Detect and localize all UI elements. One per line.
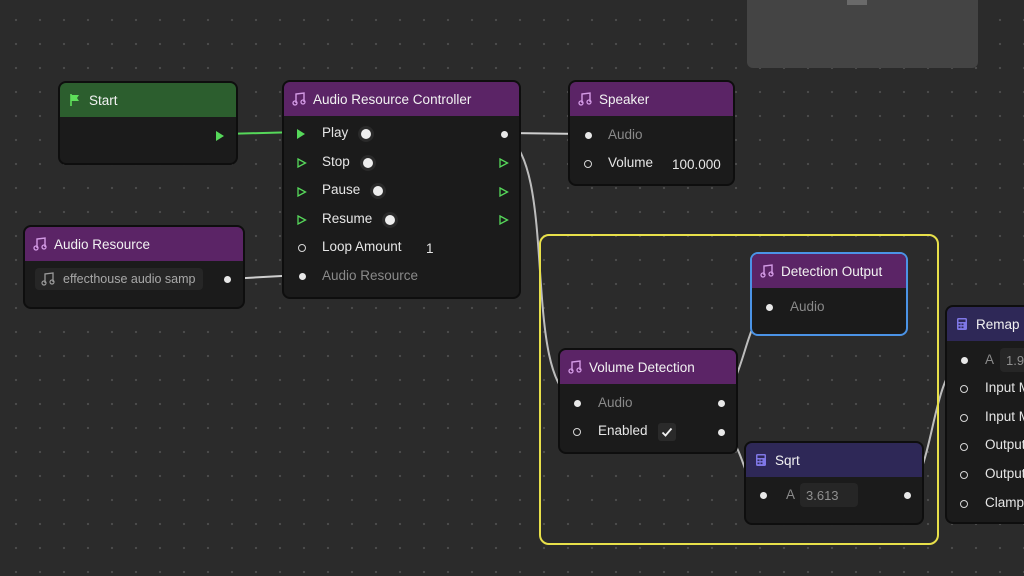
detection-output-node-title: Detection Output — [781, 263, 883, 279]
remap-node[interactable]: Remap A 1.9 Input M Input M Output Outpu… — [945, 305, 1024, 524]
audio-resource-controller-title: Audio Resource Controller — [313, 91, 472, 107]
remap-a-label: A — [985, 352, 995, 367]
volume-detection-audio-output-port[interactable] — [718, 400, 725, 407]
speaker-node[interactable]: Speaker Audio Volume 100.000 — [568, 80, 735, 186]
audio-resource-file-name: effecthouse audio samp — [63, 272, 196, 286]
volume-detection-node[interactable]: Volume Detection Audio Enabled — [558, 348, 738, 454]
stop-exec-input-port[interactable] — [297, 158, 307, 168]
remap-node-title: Remap — [976, 316, 1020, 332]
calculator-icon — [957, 318, 967, 330]
sqrt-input-port[interactable] — [760, 492, 767, 499]
enabled-checkbox[interactable] — [658, 423, 676, 441]
music-note-icon — [292, 92, 306, 106]
remap-output-max-label: Output — [985, 466, 1024, 481]
remap-clamp-label: Clamp — [985, 495, 1024, 510]
node-group-frame[interactable] — [539, 234, 939, 545]
detection-output-node-header[interactable]: Detection Output — [752, 254, 906, 288]
sqrt-input-value: 3.613 — [806, 487, 839, 503]
stop-label: Stop — [322, 154, 350, 169]
detection-output-audio-input-port[interactable] — [766, 304, 773, 311]
remap-output-min-label: Output — [985, 437, 1024, 452]
audio-resource-label: Audio Resource — [322, 268, 419, 283]
audio-resource-controller-header[interactable]: Audio Resource Controller — [284, 82, 519, 116]
sqrt-input-field[interactable]: 3.613 — [800, 483, 858, 507]
resume-toggle[interactable] — [382, 212, 398, 228]
minimap[interactable] — [747, 0, 978, 68]
remap-input-max-label: Input M — [985, 409, 1024, 424]
volume-detection-audio-input-port[interactable] — [574, 400, 581, 407]
pause-toggle[interactable] — [370, 183, 386, 199]
stop-toggle[interactable] — [360, 155, 376, 171]
play-exec-input-port[interactable] — [297, 129, 305, 139]
sqrt-output-port[interactable] — [904, 492, 911, 499]
volume-detection-volume-output-port[interactable] — [718, 429, 725, 436]
remap-input-max-port[interactable] — [960, 414, 968, 422]
sqrt-node-header[interactable]: Sqrt — [746, 443, 922, 477]
speaker-node-header[interactable]: Speaker — [570, 82, 733, 116]
resume-exec-input-port[interactable] — [297, 215, 307, 225]
detection-output-audio-label: Audio — [790, 299, 825, 314]
resume-exec-output-port[interactable] — [499, 215, 509, 225]
audio-output-port[interactable] — [501, 131, 508, 138]
sqrt-input-label: A — [786, 487, 796, 502]
sqrt-node[interactable]: Sqrt A 3.613 — [744, 441, 924, 525]
music-note-icon — [578, 92, 592, 106]
audio-resource-controller-node[interactable]: Audio Resource Controller Play Stop Paus… — [282, 80, 521, 299]
audio-resource-node-header[interactable]: Audio Resource — [25, 227, 243, 261]
start-node[interactable]: Start — [58, 81, 238, 165]
volume-detection-enabled-label: Enabled — [598, 423, 648, 438]
speaker-volume-value[interactable]: 100.000 — [672, 157, 721, 172]
sqrt-node-title: Sqrt — [775, 452, 800, 468]
remap-a-field[interactable]: 1.9 — [1000, 348, 1024, 372]
remap-node-header[interactable]: Remap — [947, 307, 1024, 341]
loop-amount-label: Loop Amount — [322, 239, 402, 254]
audio-resource-picker[interactable]: effecthouse audio samp — [35, 268, 203, 290]
music-note-icon — [760, 264, 774, 278]
speaker-node-title: Speaker — [599, 91, 650, 107]
exec-output-port[interactable] — [216, 131, 224, 141]
pause-exec-output-port[interactable] — [499, 187, 509, 197]
pause-exec-input-port[interactable] — [297, 187, 307, 197]
stop-exec-output-port[interactable] — [499, 158, 509, 168]
remap-a-input-port[interactable] — [961, 357, 968, 364]
speaker-audio-label: Audio — [608, 127, 643, 142]
start-node-header[interactable]: Start — [60, 83, 236, 117]
calculator-icon — [756, 454, 766, 466]
volume-detection-node-title: Volume Detection — [589, 359, 695, 375]
speaker-volume-label: Volume — [608, 155, 654, 170]
music-note-icon — [33, 237, 47, 251]
remap-clamp-port[interactable] — [960, 500, 968, 508]
detection-output-node[interactable]: Detection Output Audio — [750, 252, 908, 336]
volume-detection-node-header[interactable]: Volume Detection — [560, 350, 736, 384]
audio-resource-node-title: Audio Resource — [54, 236, 151, 252]
speaker-audio-input-port[interactable] — [585, 132, 592, 139]
play-toggle[interactable] — [358, 126, 374, 142]
minimap-viewport[interactable] — [847, 0, 867, 5]
remap-output-max-port[interactable] — [960, 471, 968, 479]
pause-label: Pause — [322, 182, 361, 197]
resume-label: Resume — [322, 211, 373, 226]
audio-resource-output-port[interactable] — [224, 276, 231, 283]
loop-amount-value[interactable]: 1 — [426, 241, 434, 256]
audio-resource-input-port[interactable] — [299, 273, 306, 280]
flag-icon — [70, 94, 79, 106]
remap-input-min-port[interactable] — [960, 385, 968, 393]
remap-output-min-port[interactable] — [960, 443, 968, 451]
audio-resource-node[interactable]: Audio Resource effecthouse audio samp — [23, 225, 245, 309]
start-node-title: Start — [89, 92, 118, 108]
music-note-icon — [41, 272, 55, 286]
loop-amount-input-port[interactable] — [298, 244, 306, 252]
remap-input-min-label: Input M — [985, 380, 1024, 395]
volume-detection-enabled-input-port[interactable] — [573, 428, 581, 436]
play-label: Play — [322, 125, 349, 140]
remap-a-value: 1.9 — [1006, 352, 1024, 368]
music-note-icon — [568, 360, 582, 374]
speaker-volume-input-port[interactable] — [584, 160, 592, 168]
volume-detection-audio-label: Audio — [598, 395, 633, 410]
checkmark-icon — [661, 427, 673, 437]
